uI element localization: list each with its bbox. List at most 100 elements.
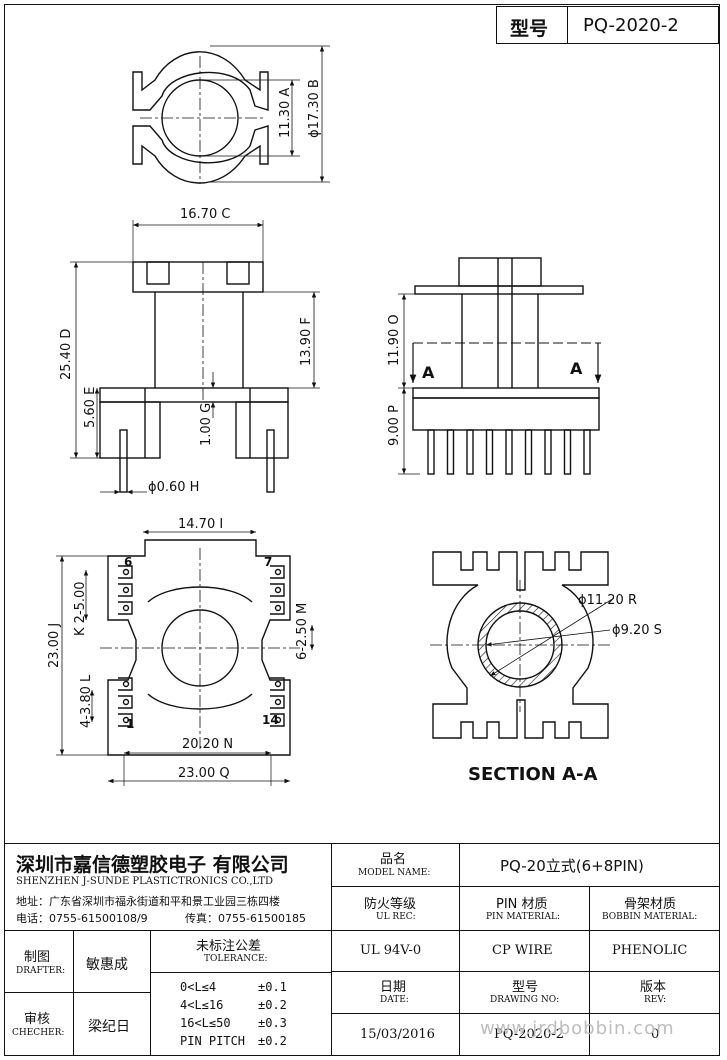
- company-address: 地址：广东省深圳市福永街道和平和景工业园三栋四楼: [16, 895, 280, 908]
- drawing-en: DRAWING NO:: [490, 995, 560, 1005]
- model-value-cell: [567, 6, 719, 44]
- pin-slot: [118, 565, 133, 579]
- tolerance-row: 16<L≤50±0.3: [180, 1016, 287, 1030]
- bobbin-material-cn: 骨架材质: [624, 897, 677, 912]
- pin-slot: [118, 695, 133, 709]
- section-mark-right: A: [570, 359, 583, 378]
- bobbin-value: PHENOLIC: [612, 943, 688, 958]
- dim-q: 23.00 Q: [178, 766, 230, 781]
- rev-en: REV:: [644, 995, 666, 1005]
- dim-f: 13.90 F: [299, 317, 314, 366]
- dim-g: 1.00 G: [199, 403, 214, 446]
- pin-slot: [270, 677, 285, 691]
- company-name-en: SHENZHEN J-SUNDE PLASTICTRONICS CO.,LTD: [16, 876, 274, 887]
- pin-slot: [270, 695, 285, 709]
- pin-slot: [118, 677, 133, 691]
- rev-cn: 版本: [640, 980, 667, 995]
- drafter-cn: 制图: [24, 950, 51, 965]
- pin-slot: [118, 583, 133, 597]
- pin-slot: [270, 713, 285, 727]
- pin-hole: [274, 698, 282, 706]
- dim-i: 14.70 I: [178, 517, 223, 532]
- pin-hole: [122, 716, 130, 724]
- bobbin-material-en: BOBBIN MATERIAL:: [602, 912, 698, 922]
- checker-name: 梁纪日: [88, 1019, 130, 1035]
- drafter-name: 敏惠成: [86, 957, 128, 973]
- pin: [563, 429, 572, 475]
- rev-value-cell: [589, 1013, 720, 1056]
- section-mark-left: A: [422, 363, 435, 382]
- pin-value: CP WIRE: [492, 943, 553, 958]
- model-name-cn: 品名: [380, 852, 407, 867]
- pin: [466, 429, 474, 475]
- drawing-cn: 型号: [512, 980, 539, 995]
- section-title: SECTION A-A: [468, 764, 597, 785]
- model-value: PQ-2020-2: [583, 15, 679, 36]
- checker-cn: 审核: [24, 1012, 51, 1027]
- pin-slot: [270, 601, 285, 615]
- pin-hole: [122, 568, 130, 576]
- dim-n: 20.20 N: [182, 737, 233, 752]
- front-view: [70, 220, 320, 495]
- pin: [446, 429, 455, 475]
- pin-hole: [274, 568, 282, 576]
- tolerance-cn: 未标注公差: [196, 939, 262, 954]
- dim-j: 23.00 J: [47, 623, 62, 668]
- drawing-value: PQ-2020-2: [494, 1027, 565, 1042]
- pin-slot: [270, 565, 285, 579]
- ul-value: UL 94V-0: [360, 943, 422, 958]
- pin-slot: [118, 713, 133, 727]
- pin-hole: [122, 604, 130, 612]
- dim-a: 11.30 A: [278, 88, 293, 138]
- pin: [524, 429, 533, 475]
- pin-label-1: 1: [126, 717, 134, 731]
- dim-o: 11.90 O: [387, 314, 402, 366]
- dim-e: 5.60 E: [83, 387, 98, 428]
- watermark: www.jrdbobbin.com: [480, 1018, 675, 1039]
- tolerance-table-cell: [150, 972, 332, 1056]
- pin: [505, 429, 513, 475]
- dim-p: 9.00 P: [387, 405, 402, 446]
- pin-slot: [118, 601, 133, 615]
- date-en: DATE:: [380, 995, 409, 1005]
- ul-en: UL REC:: [376, 912, 416, 922]
- dim-m: 6-2.50 M: [295, 603, 310, 660]
- tolerance-row: 4<L≤16±0.2: [180, 998, 287, 1012]
- pin-hole: [274, 716, 282, 724]
- pin-hole: [274, 586, 282, 594]
- tolerance-list: 0<L≤4±0.1 4<L≤16±0.2 16<L≤50±0.3 PIN PIT…: [180, 978, 287, 1050]
- pin-material-en: PIN MATERIAL:: [486, 912, 560, 922]
- pin-label-14: 14: [262, 713, 279, 727]
- company-phone: 电话：0755-61500108/9: [16, 912, 148, 925]
- tolerance-row: PIN PITCH±0.2: [180, 1034, 287, 1048]
- pin-label-7: 7: [264, 555, 272, 569]
- dim-d: 25.40 D: [59, 329, 74, 380]
- pin-material-cn: PIN 材质: [496, 897, 548, 912]
- company-name-cn: 深圳市嘉信德塑胶电子 有限公司: [16, 854, 289, 876]
- model-label: 型号: [510, 18, 549, 40]
- model-name-en: MODEL NAME:: [358, 868, 431, 878]
- company-fax: 传真：0755-61500185: [185, 912, 306, 925]
- tolerance-en: TOLERANCE:: [204, 954, 268, 964]
- pin-hole: [122, 680, 130, 688]
- checker-en: CHECHER:: [12, 1028, 65, 1038]
- pin-hole: [122, 586, 130, 594]
- section-view: [430, 551, 615, 739]
- pin-slot: [270, 583, 285, 597]
- rev-value: 0: [651, 1027, 660, 1042]
- date-cn: 日期: [380, 980, 407, 995]
- side-view: [398, 257, 602, 475]
- bottom-view: [56, 529, 315, 786]
- pin-hole: [122, 698, 130, 706]
- tolerance-row: 0<L≤4±0.1: [180, 980, 287, 994]
- pin-hole: [274, 604, 282, 612]
- pin: [427, 429, 435, 475]
- dim-c: 16.70 C: [180, 207, 230, 222]
- model-name-value: PQ-20立式(6+8PIN): [500, 857, 644, 875]
- date-value: 15/03/2016: [360, 1027, 435, 1042]
- dim-h: ϕ0.60 H: [148, 480, 199, 495]
- dim-l: 4-3.80 L: [79, 674, 94, 728]
- pin: [583, 429, 591, 475]
- dim-k: K 2-5.00: [73, 581, 88, 636]
